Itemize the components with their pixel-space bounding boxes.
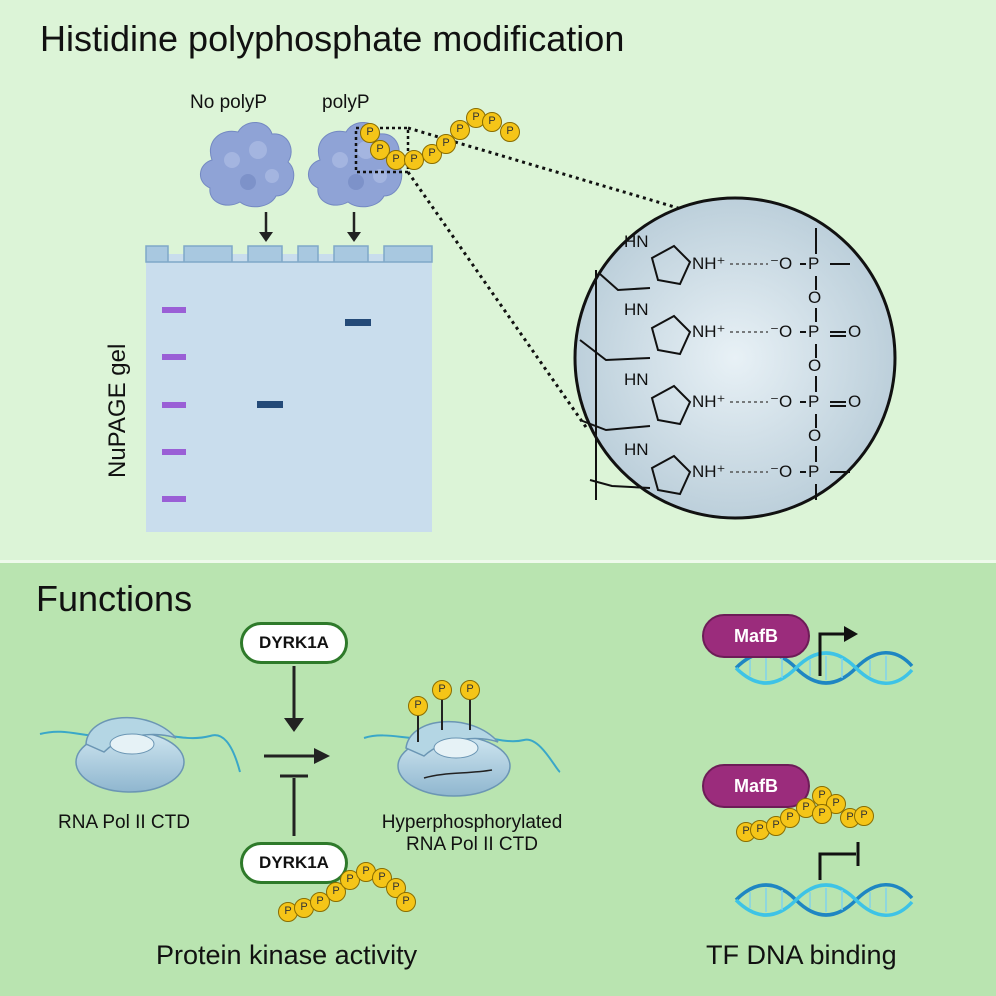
hyper-label-line1: Hyperphosphorylated [381, 812, 563, 833]
phosphate-bead: P [370, 140, 390, 160]
kinase-caption: Protein kinase activity [156, 940, 418, 970]
phosphate-bead: P [450, 120, 470, 140]
arrow-no-polyp [259, 212, 273, 242]
p-label-2: P [808, 322, 820, 341]
rna-pol-ii-left [39, 717, 241, 793]
nh-plus-label-1: NH⁺ [692, 254, 726, 273]
dna-bottom [734, 883, 914, 917]
phosphate-bead: P [854, 806, 874, 826]
o-bridge-3: O [808, 426, 822, 445]
phosphate-bead: P [326, 882, 346, 902]
tf-caption: TF DNA binding [706, 940, 897, 970]
mafb-top: MafB [702, 614, 810, 658]
phosphate-bead: P [404, 150, 424, 170]
activation-arrow [264, 666, 330, 764]
double-o-3: O [848, 392, 862, 411]
hyper-label-line2: RNA Pol II CTD [406, 834, 538, 855]
phosphate-bead: P [408, 696, 428, 716]
phosphate-backbone [800, 228, 850, 500]
zoom-box [354, 126, 410, 174]
hn-label-2: HN [624, 300, 649, 319]
p-label-1: P [808, 254, 820, 273]
hn-label-3: HN [624, 370, 649, 389]
arrow-polyp [347, 212, 361, 242]
transcription-arrow [818, 626, 858, 676]
repression-arrow [818, 842, 860, 880]
p-label-3: P [808, 392, 820, 411]
histidine-structures [579, 244, 692, 500]
phosphate-bead: P [432, 680, 452, 700]
hn-label-1: HN [624, 232, 649, 251]
hydrogen-bonds [730, 263, 768, 473]
bottom-title: Functions [36, 578, 193, 619]
phosphate-bead: P [460, 680, 480, 700]
phosphate-bead: P [396, 892, 416, 912]
protein-no-polyp [200, 122, 295, 208]
phosphate-bead: P [310, 892, 330, 912]
phosphate-bead: P [500, 122, 520, 142]
phosphate-bead: P [482, 112, 502, 132]
phosphate-bead: P [386, 150, 406, 170]
hn-label-4: HN [624, 440, 649, 459]
phosphate-bead: P [780, 808, 800, 828]
gel [145, 245, 433, 532]
mafb-bottom: MafB [702, 764, 810, 808]
o-minus-label-3: ⁻O [770, 392, 793, 411]
phosphate-bead: P [812, 804, 832, 824]
zoom-line-top [407, 126, 706, 218]
hyper-label: Hyperphosphorylated RNA Pol II CTD [352, 812, 592, 856]
o-bridge-1: O [808, 288, 822, 307]
band-polyp [345, 319, 371, 326]
nh-plus-label-3: NH⁺ [692, 392, 726, 411]
no-polyp-label: No polyP [190, 92, 268, 113]
gel-label: NuPAGE gel [104, 343, 131, 478]
ladder-bands [162, 307, 186, 502]
top-title: Histidine polyphosphate modification [40, 18, 625, 59]
nh-plus-label-4: NH⁺ [692, 462, 726, 481]
zoom-line-bottom [406, 171, 590, 431]
rna-pol-label: RNA Pol II CTD [58, 812, 190, 833]
band-no-polyp [257, 401, 283, 408]
panel-divider [0, 560, 996, 563]
o-minus-label-1: ⁻O [770, 254, 793, 273]
dyrk1a-top: DYRK1A [240, 622, 348, 664]
o-minus-label-2: ⁻O [770, 322, 793, 341]
dyrk1a-bottom: DYRK1A [240, 842, 348, 884]
inhibition-arrow [280, 774, 308, 836]
zoom-circle [573, 196, 897, 520]
phosphate-bead: P [340, 870, 360, 890]
o-minus-label-4: ⁻O [770, 462, 793, 481]
nh-plus-label-2: NH⁺ [692, 322, 726, 341]
phosphate-bead: P [436, 134, 456, 154]
polyp-label: polyP [322, 92, 370, 113]
p-label-4: P [808, 462, 820, 481]
double-o-2: O [848, 322, 862, 341]
rna-pol-ii-right [363, 690, 561, 797]
phosphate-bead: P [360, 123, 380, 143]
o-bridge-2: O [808, 356, 822, 375]
